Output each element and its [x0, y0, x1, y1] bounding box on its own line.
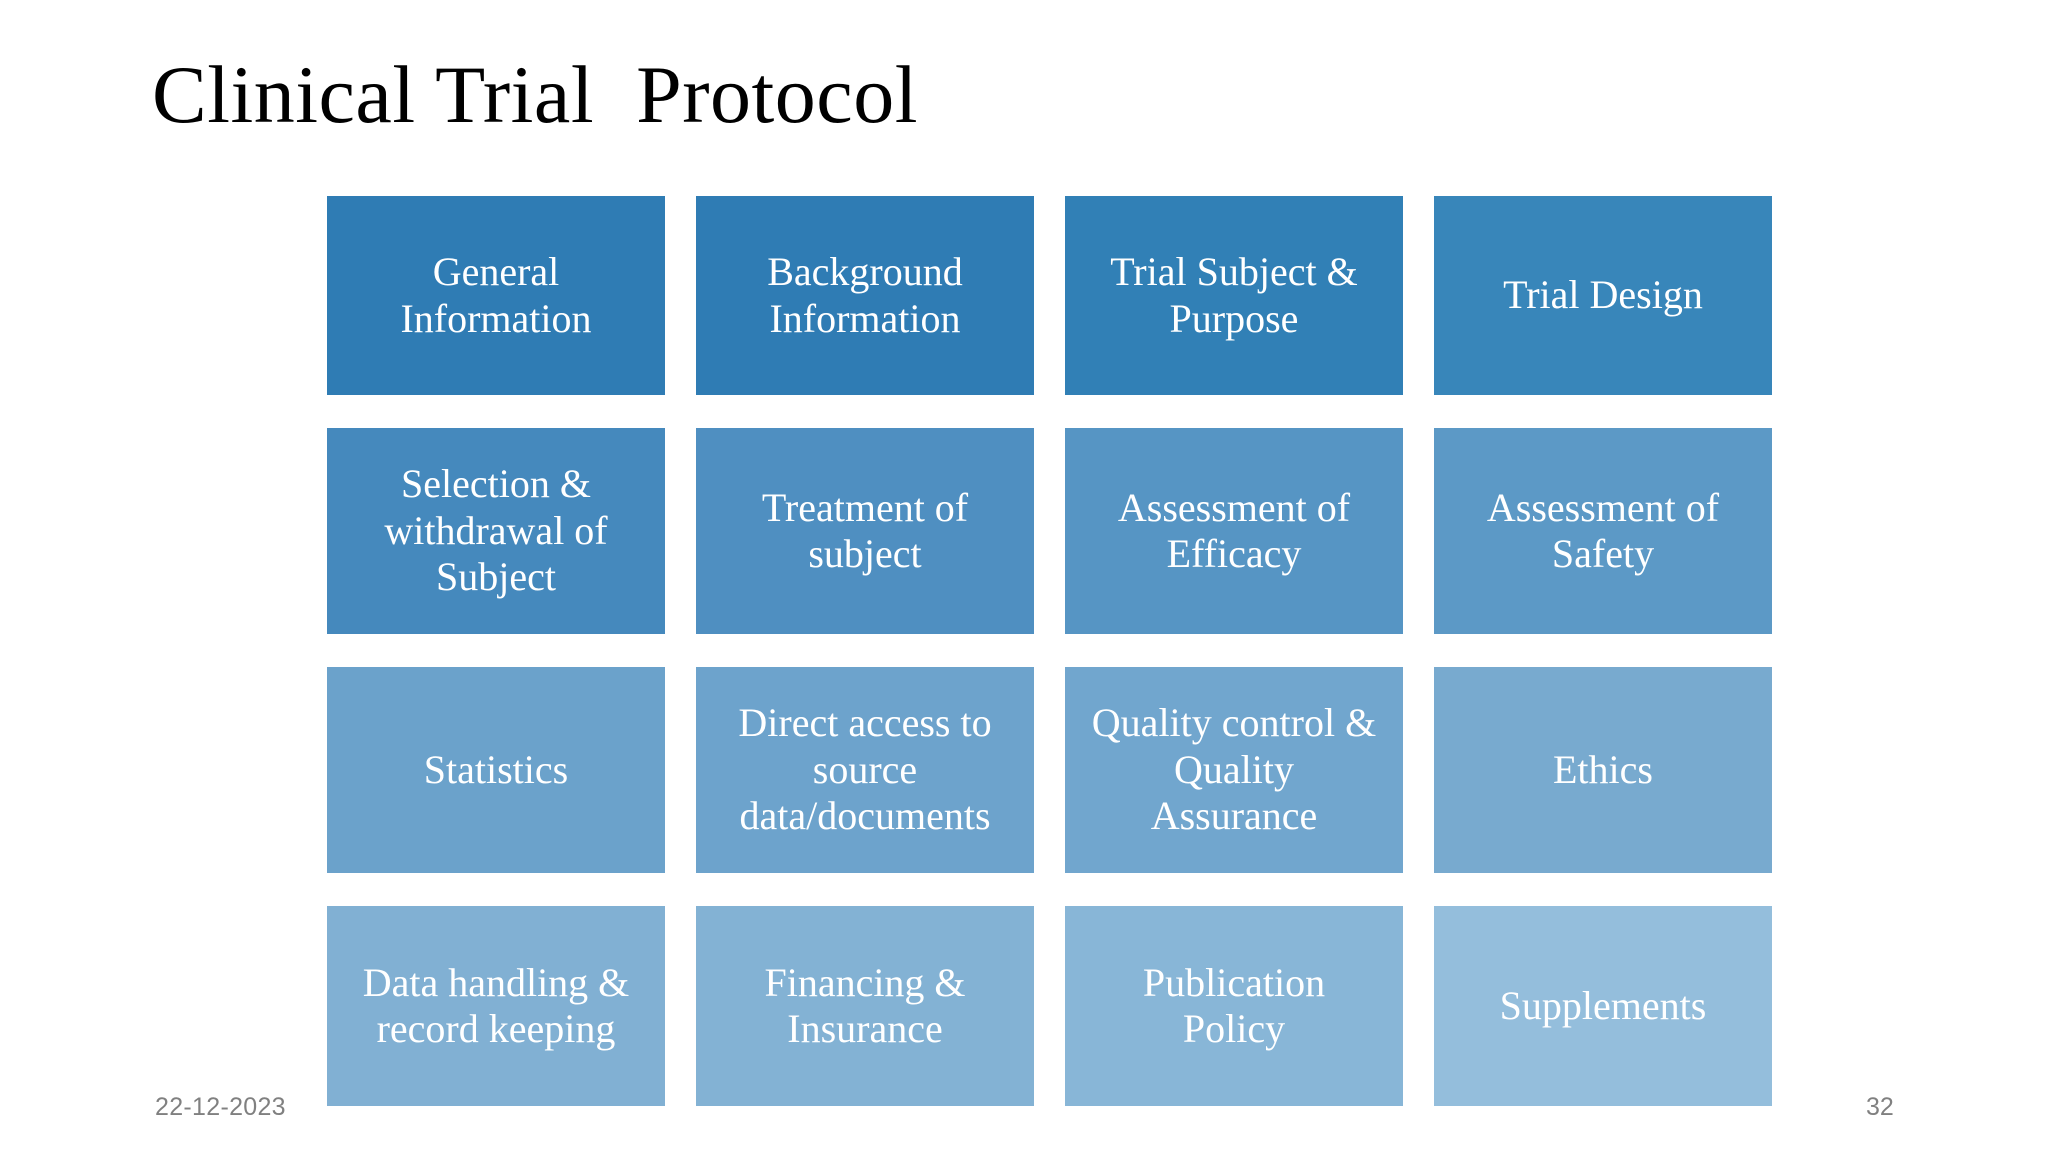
matrix-cell-label: Assessment of Safety — [1486, 484, 1720, 576]
matrix-cell-direct-access-source-data[interactable]: Direct access to source data/documents — [696, 667, 1034, 873]
matrix-cell-data-handling-record-keeping[interactable]: Data handling & record keeping — [327, 906, 665, 1106]
protocol-section-matrix: General Information Background Informati… — [327, 196, 1772, 1106]
matrix-cell-label: Assessment of Efficacy — [1117, 484, 1351, 576]
matrix-cell-label: Supplements — [1499, 982, 1707, 1028]
matrix-cell-quality-control-assurance[interactable]: Quality control & Quality Assurance — [1065, 667, 1403, 873]
matrix-cell-label: Direct access to source data/documents — [738, 700, 992, 839]
matrix-cell-label: Ethics — [1553, 746, 1653, 792]
page-title: Clinical Trial Protocol — [152, 49, 918, 140]
matrix-cell-label: Treatment of subject — [761, 484, 969, 576]
matrix-cell-general-information[interactable]: General Information — [327, 196, 665, 395]
matrix-cell-label: Statistics — [423, 746, 569, 792]
matrix-cell-label: Publication Policy — [1142, 959, 1326, 1051]
matrix-cell-background-information[interactable]: Background Information — [696, 196, 1034, 395]
matrix-cell-label: General Information — [400, 249, 592, 341]
matrix-cell-label: Selection & withdrawal of Subject — [384, 461, 608, 600]
matrix-cell-assessment-of-safety[interactable]: Assessment of Safety — [1434, 428, 1772, 634]
matrix-cell-statistics[interactable]: Statistics — [327, 667, 665, 873]
matrix-cell-trial-subject-and-purpose[interactable]: Trial Subject & Purpose — [1065, 196, 1403, 395]
matrix-cell-selection-withdrawal-subject[interactable]: Selection & withdrawal of Subject — [327, 428, 665, 634]
matrix-cell-assessment-of-efficacy[interactable]: Assessment of Efficacy — [1065, 428, 1403, 634]
matrix-cell-label: Trial Design — [1503, 272, 1703, 318]
matrix-cell-financing-insurance[interactable]: Financing & Insurance — [696, 906, 1034, 1106]
matrix-cell-publication-policy[interactable]: Publication Policy — [1065, 906, 1403, 1106]
matrix-cell-label: Quality control & Quality Assurance — [1091, 700, 1377, 839]
matrix-cell-label: Financing & Insurance — [764, 959, 966, 1051]
matrix-cell-label: Trial Subject & Purpose — [1110, 249, 1358, 341]
matrix-cell-label: Background Information — [767, 249, 963, 341]
matrix-cell-label: Data handling & record keeping — [362, 959, 630, 1051]
slide-page-number: 32 — [1866, 1093, 1894, 1121]
matrix-cell-supplements[interactable]: Supplements — [1434, 906, 1772, 1106]
matrix-cell-ethics[interactable]: Ethics — [1434, 667, 1772, 873]
matrix-cell-treatment-of-subject[interactable]: Treatment of subject — [696, 428, 1034, 634]
matrix-cell-trial-design[interactable]: Trial Design — [1434, 196, 1772, 395]
footer-date: 22-12-2023 — [155, 1093, 286, 1121]
